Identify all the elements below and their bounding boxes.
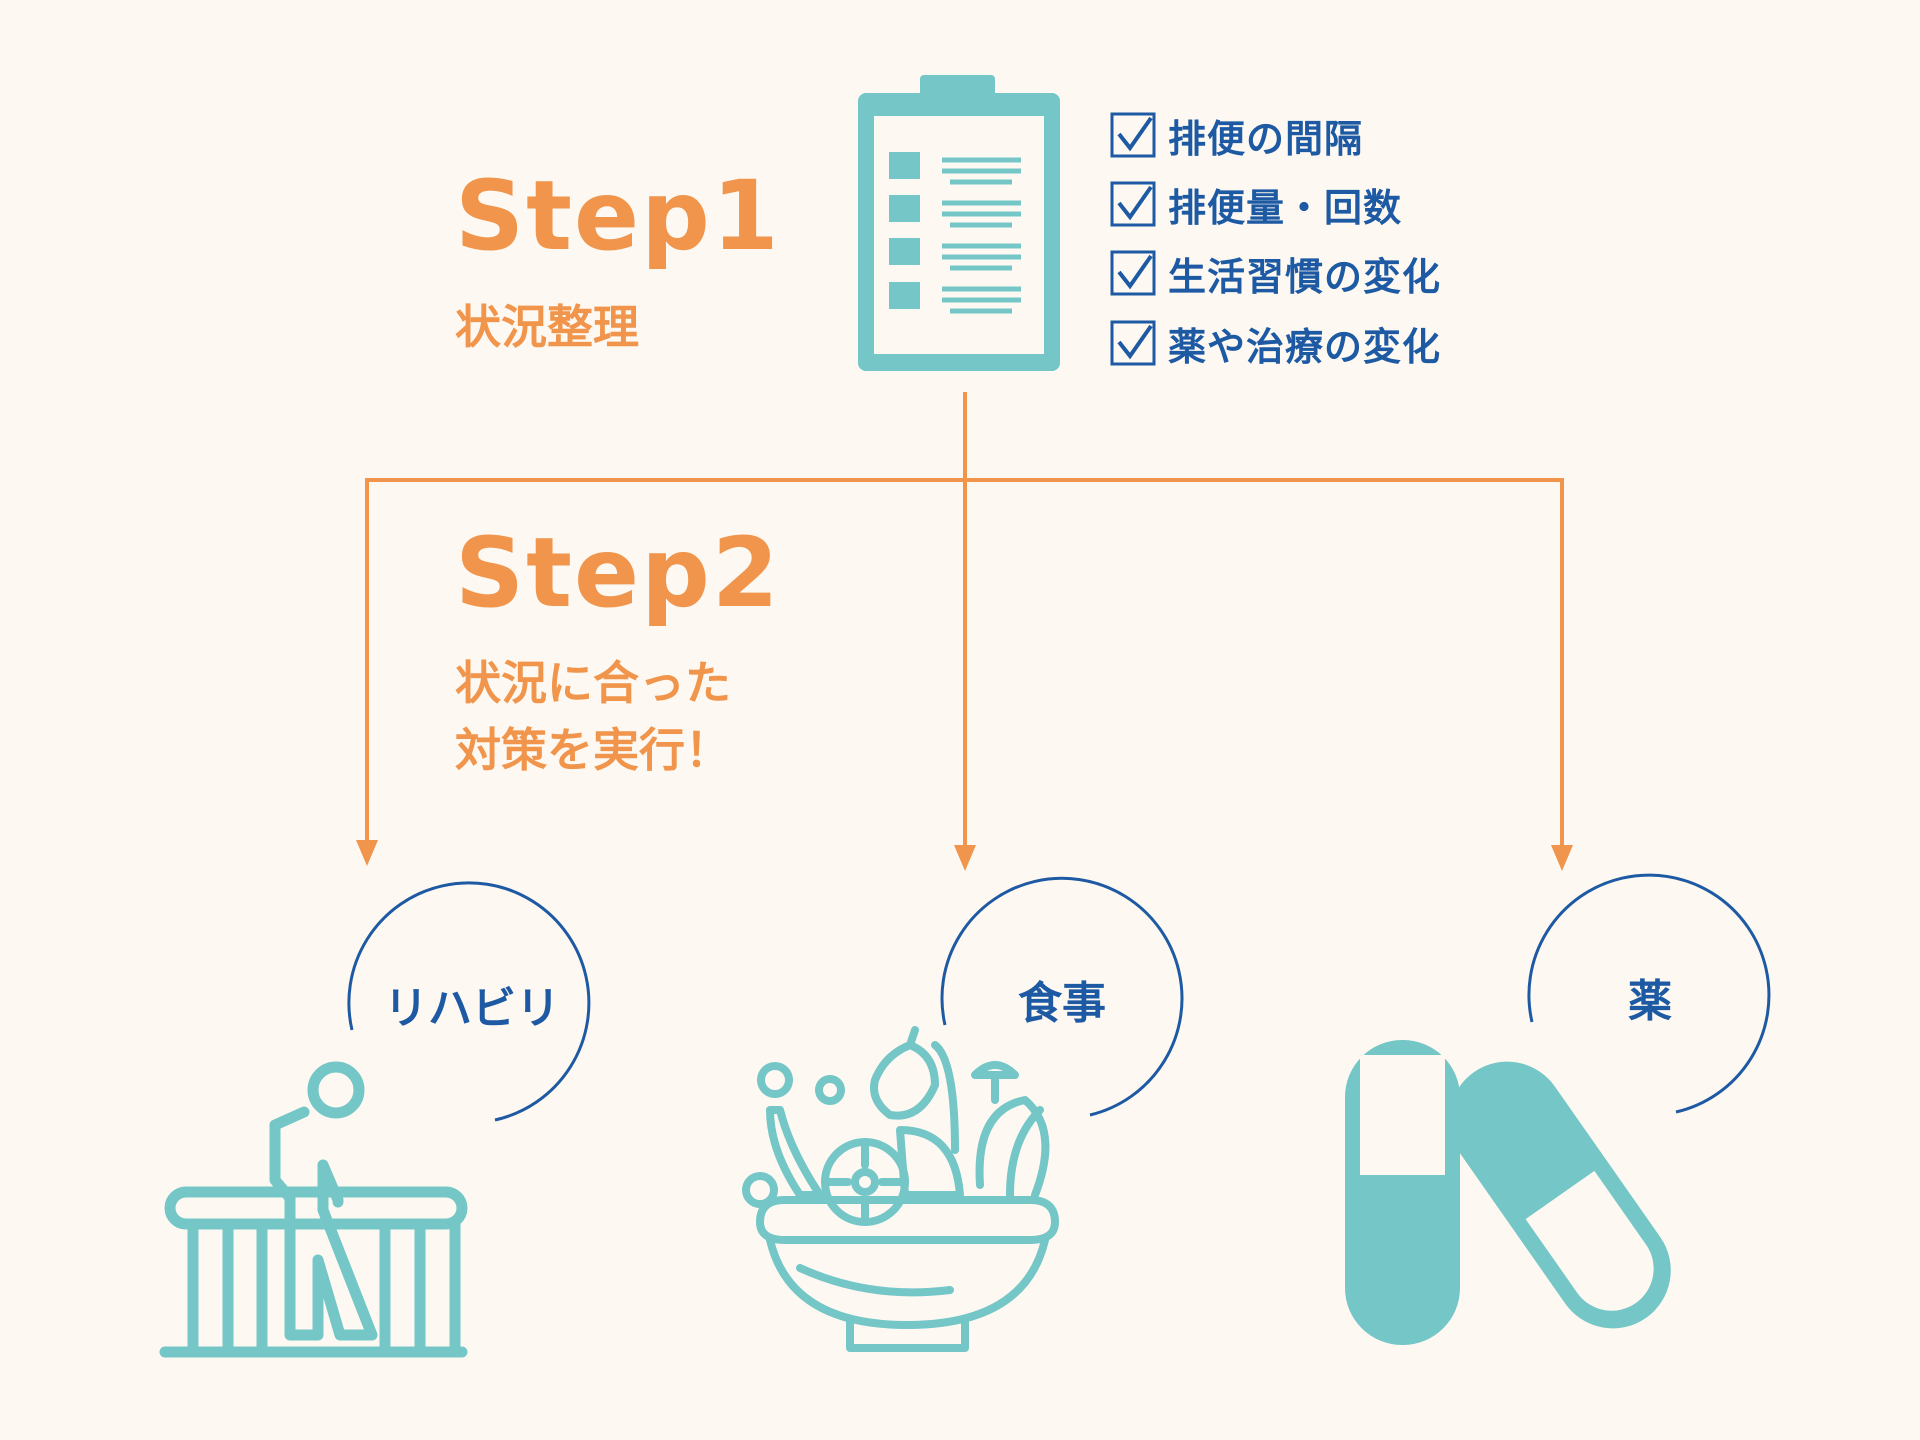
checkbox-checked-icon bbox=[1110, 181, 1156, 227]
step1-subtitle: 状況整理 bbox=[455, 300, 639, 354]
category-label-rehab: リハビリ bbox=[384, 983, 560, 1034]
checklist-item: 排便量・回数 bbox=[1110, 181, 1402, 230]
checkbox-checked-icon bbox=[1110, 320, 1156, 366]
checkbox-checked-icon bbox=[1110, 112, 1156, 158]
step1-title: Step1 bbox=[455, 160, 781, 272]
category-label-medicine: 薬 bbox=[1628, 976, 1672, 1027]
checklist-label: 薬や治療の変化 bbox=[1168, 324, 1442, 369]
checklist-item: 生活習慣の変化 bbox=[1110, 250, 1441, 299]
checklist-item: 薬や治療の変化 bbox=[1110, 320, 1441, 369]
checklist-label: 生活習慣の変化 bbox=[1168, 254, 1442, 299]
checkbox-checked-icon bbox=[1110, 250, 1156, 296]
category-label-meal: 食事 bbox=[1018, 978, 1106, 1029]
step2-subtitle-line2: 対策を実行！ bbox=[455, 723, 731, 777]
checklist-item: 排便の間隔 bbox=[1110, 112, 1363, 161]
step2-subtitle-line1: 状況に合った bbox=[455, 656, 731, 710]
checklist-label: 排便量・回数 bbox=[1168, 185, 1403, 230]
step2-title: Step2 bbox=[455, 517, 781, 629]
checklist-label: 排便の間隔 bbox=[1168, 116, 1364, 161]
